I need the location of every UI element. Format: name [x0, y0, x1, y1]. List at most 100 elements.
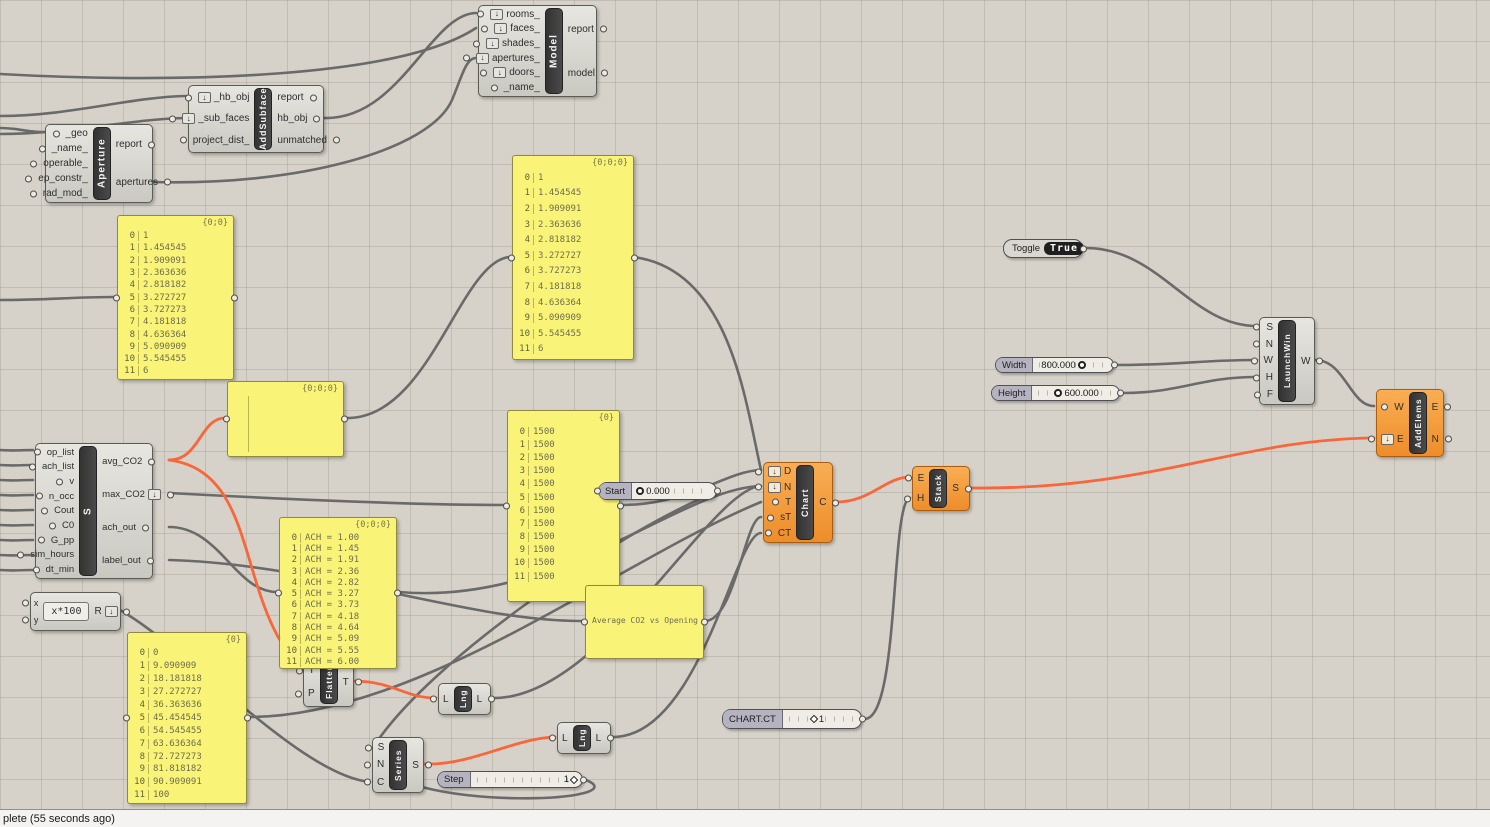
port-hb-obj-out[interactable]: hb_obj — [277, 113, 321, 124]
panel-pin[interactable] — [223, 415, 230, 423]
panel-pin[interactable] — [617, 502, 624, 510]
component-title[interactable]: Series — [389, 740, 408, 790]
port-pin[interactable] — [767, 514, 775, 522]
port-pin[interactable] — [164, 178, 172, 186]
port-pin[interactable] — [1368, 435, 1375, 443]
length-component-1[interactable]: L Lng L — [430, 683, 496, 715]
port-pin[interactable] — [904, 474, 912, 482]
port-pin[interactable] — [184, 94, 192, 102]
expression-body[interactable]: x*100 — [43, 602, 90, 621]
component-title[interactable]: AddElems — [1408, 392, 1427, 454]
component-title[interactable]: Lng — [453, 686, 472, 712]
port-pin[interactable] — [30, 160, 38, 167]
port-name[interactable]: _name_ — [490, 82, 540, 93]
component-title[interactable]: LaunchWin — [1278, 320, 1296, 402]
port-unmatched[interactable]: unmatched — [277, 135, 340, 146]
port-w[interactable]: W — [1250, 355, 1273, 366]
component-title[interactable]: Stack — [929, 469, 948, 508]
slider-pin[interactable] — [859, 715, 866, 723]
data-panel-blank[interactable]: {0;0;0} — [223, 381, 348, 457]
port-d[interactable]: ↓D — [755, 466, 791, 478]
port-g-pp[interactable]: G_pp — [37, 535, 74, 546]
port-pin[interactable] — [35, 492, 43, 500]
port-v[interactable]: v — [56, 476, 74, 487]
step-slider[interactable]: Step 1 — [437, 771, 587, 788]
port-apertures[interactable]: ↓apertures_ — [462, 52, 540, 64]
port-ep-constr[interactable]: ep_constr_ — [25, 173, 88, 184]
port-l-in[interactable]: L — [549, 733, 568, 744]
port-x[interactable]: x — [21, 598, 38, 608]
panel-pin[interactable] — [508, 254, 515, 261]
port-pin[interactable] — [28, 463, 36, 471]
port-op-list[interactable]: op_list — [33, 447, 74, 458]
port-rad-mod[interactable]: rad_mod_ — [29, 188, 88, 199]
port-sim-hours[interactable]: sim_hours — [17, 549, 74, 560]
port-ach-out[interactable]: ach_out — [102, 522, 149, 533]
port-e-in[interactable]: ↓E — [1368, 433, 1404, 445]
height-slider[interactable]: Height 600.000 — [991, 385, 1124, 401]
port-report[interactable]: report — [277, 92, 317, 103]
panel-pin[interactable] — [123, 714, 130, 722]
port-pin[interactable] — [41, 507, 49, 515]
co2-sim-component[interactable]: op_list ach_list v n_occ Cout C0 G_pp si… — [17, 443, 174, 579]
slider-track[interactable]: 0.000 — [632, 483, 716, 499]
port-n-occ[interactable]: n_occ — [35, 491, 74, 502]
panel-pin[interactable] — [503, 502, 510, 510]
port-c-out[interactable]: C — [819, 497, 840, 508]
port-sub-faces[interactable]: ↓_sub_faces — [169, 113, 249, 125]
component-title[interactable]: Model — [544, 8, 563, 94]
slider-pin[interactable] — [1111, 361, 1118, 369]
port-shades[interactable]: ↓shades_ — [472, 38, 540, 50]
port-pin[interactable] — [364, 761, 371, 769]
port-pin[interactable] — [772, 498, 780, 506]
toggle-pin[interactable] — [1080, 245, 1087, 252]
port-l-in[interactable]: L — [430, 694, 449, 705]
aperture-component[interactable]: _geo _name_ operable_ ep_constr_ rad_mod… — [25, 124, 172, 203]
port-w-out[interactable]: W — [1301, 356, 1324, 367]
port-pin[interactable] — [490, 84, 498, 92]
port-n-out[interactable]: N — [1432, 434, 1452, 445]
port-pin[interactable] — [480, 69, 488, 77]
panel-pin[interactable] — [113, 294, 120, 301]
port-pin[interactable] — [313, 115, 321, 123]
port-t[interactable]: T — [772, 497, 791, 508]
component-title[interactable]: S — [79, 446, 98, 576]
slider-knob[interactable] — [1077, 361, 1086, 369]
stack-component[interactable]: E H Stack S — [904, 466, 972, 511]
port-pin[interactable] — [607, 734, 615, 742]
port-report[interactable]: report — [568, 24, 607, 35]
port-y[interactable]: y — [21, 615, 38, 625]
chart-component[interactable]: ↓D ↓N T sT CT Chart C — [755, 462, 840, 543]
port-hb-obj-in[interactable]: ↓_hb_obj — [184, 92, 249, 104]
port-pin[interactable] — [1444, 435, 1452, 443]
port-pin[interactable] — [1381, 403, 1389, 411]
port-t-out[interactable]: T — [343, 677, 362, 688]
port-r[interactable]: R↓ — [94, 606, 130, 617]
port-pin[interactable] — [37, 536, 45, 544]
boolean-toggle[interactable]: Toggle True — [1003, 239, 1087, 258]
length-component-2[interactable]: L Lng L — [549, 722, 615, 754]
port-geo[interactable]: _geo — [52, 128, 88, 139]
port-n[interactable]: ↓N — [755, 481, 791, 493]
slider-track[interactable]: 600.000 — [1032, 386, 1119, 400]
slider-pin[interactable] — [580, 776, 587, 783]
port-label-out[interactable]: label_out — [102, 555, 154, 566]
port-s-out[interactable]: S — [952, 483, 972, 494]
port-max-co2[interactable]: max_CO2↓ — [102, 489, 174, 500]
port-pin[interactable] — [21, 616, 29, 624]
port-s[interactable]: S — [1253, 322, 1273, 333]
panel-pin[interactable] — [275, 589, 282, 597]
port-pin[interactable] — [1316, 357, 1324, 365]
panel-pin[interactable] — [231, 294, 238, 301]
port-pin[interactable] — [56, 478, 64, 486]
panel-pin[interactable] — [631, 254, 638, 261]
port-st[interactable]: sT — [767, 512, 791, 523]
port-pin[interactable] — [169, 115, 177, 123]
port-ct[interactable]: CT — [764, 528, 791, 539]
port-name[interactable]: _name_ — [38, 143, 88, 154]
port-pin[interactable] — [364, 744, 372, 752]
